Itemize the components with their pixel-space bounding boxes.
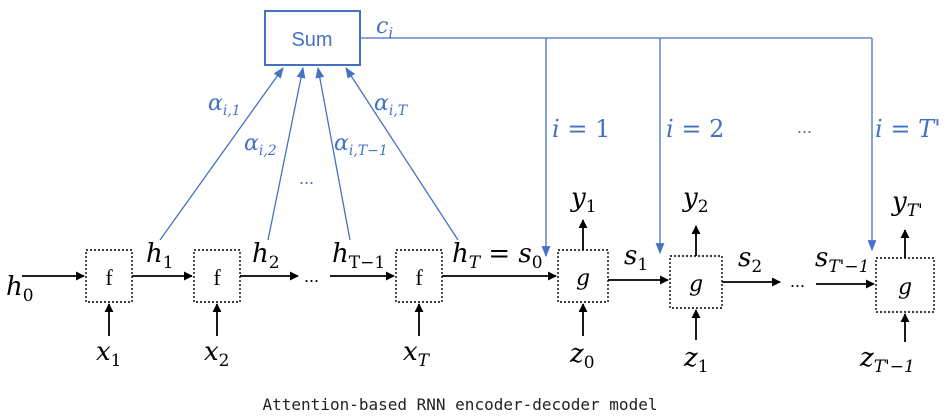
attention-arrow-3 (315, 66, 351, 241)
s1-label: s1 (624, 241, 648, 275)
sum-box (264, 10, 361, 66)
xT-label: xT (403, 337, 431, 371)
index-label-2: i = 2 (666, 115, 724, 143)
attention-arrow-2 (267, 66, 306, 241)
h0-label: h0 (6, 272, 34, 306)
y1-label: y1 (570, 183, 597, 217)
encoder-cell-1 (85, 249, 133, 303)
alpha-ellipsis: ... (299, 168, 314, 188)
decoder-ellipsis: ... (790, 271, 805, 291)
index-ellipsis: ... (797, 117, 812, 137)
encoder-cell-T (395, 249, 443, 303)
encoder-cell-1-label: f (105, 265, 113, 290)
x2-label: x2 (204, 337, 230, 371)
x1-label: x1 (96, 337, 122, 371)
zT-label: zT'−1 (859, 343, 915, 377)
alpha-label-1: αi,1 (208, 91, 241, 119)
h2-label: h2 (252, 239, 280, 273)
sT-1-label: sT'−1 (815, 243, 869, 277)
attention-arrow-4 (345, 67, 459, 241)
encoder-cell-T-label: f (415, 265, 423, 290)
s2-label: s2 (738, 243, 762, 277)
alpha-label-2: αi,2 (244, 131, 277, 159)
alpha-label-3: αi,T−1 (334, 131, 388, 159)
index-label-3: i = T' (875, 115, 941, 143)
index-label-1: i = 1 (552, 115, 610, 143)
hT-equals-s0-label: hT = s0 (452, 239, 543, 273)
decoder-cell-1-label: g (576, 266, 590, 291)
encoder-ellipsis: ... (304, 266, 319, 286)
caption: Attention-based RNN encoder-decoder mode… (263, 395, 658, 414)
alpha-label-4: αi,T (374, 91, 409, 119)
sum-label: Sum (291, 29, 332, 51)
z0-label: z0 (569, 339, 595, 373)
z1-label: z1 (683, 343, 709, 377)
context-label: ci (376, 14, 393, 42)
yT-label: yT' (891, 187, 923, 221)
encoder-cell-2 (193, 249, 241, 303)
decoder-cell-2-label: g (689, 272, 703, 297)
h1-label: h1 (146, 239, 174, 273)
attention-arrow-1 (159, 67, 284, 241)
encoder-cell-2-label: f (213, 265, 221, 290)
hT-1-label: hT−1 (332, 239, 385, 273)
decoder-cell-T-label: g (898, 275, 912, 300)
y2-label: y2 (682, 183, 709, 217)
decoder-cell-1 (557, 249, 609, 303)
